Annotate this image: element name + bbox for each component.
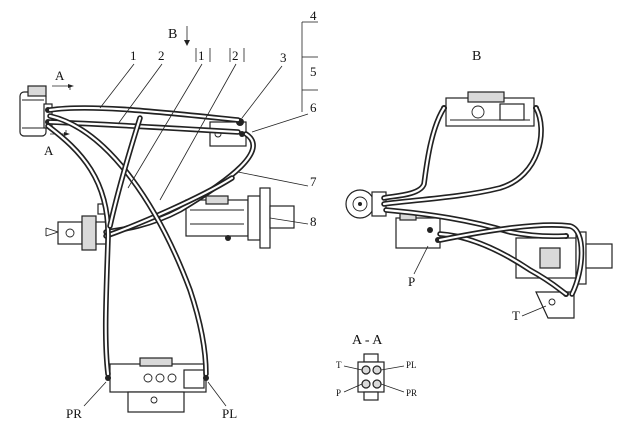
control-valve-bottom (105, 357, 209, 413)
callouts-main: 1 2 1 2 3 4 5 6 7 8 PR PL (66, 8, 318, 421)
section-port-pl: PL (406, 360, 417, 370)
view-b-port-t: T (512, 308, 520, 323)
section-port-p: P (336, 388, 341, 398)
section-port-pr: PR (406, 388, 417, 398)
callout-2a: 2 (158, 48, 165, 63)
view-b-labels: P T (408, 245, 547, 323)
actuator-left (45, 203, 107, 251)
callout-7: 7 (310, 174, 317, 189)
hydraulic-motor-8 (185, 187, 295, 249)
callout-1b: 1 (198, 48, 205, 63)
section-a-a-detail: T PL P PR (336, 353, 417, 401)
section-title: A - A (352, 333, 383, 348)
hoses-main-view (45, 105, 256, 377)
callout-2b: 2 (232, 48, 239, 63)
view-b-motor (515, 231, 613, 285)
view-b-top-valve (441, 91, 539, 127)
view-b-title: B (472, 49, 481, 64)
section-letter-bottom: A (44, 143, 54, 158)
callout-8: 8 (310, 214, 317, 229)
callout-5: 5 (310, 64, 317, 79)
port-label-pr: PR (66, 406, 82, 421)
view-b-steering-unit (345, 189, 387, 219)
section-port-t: T (336, 360, 342, 370)
callout-1a: 1 (130, 48, 137, 63)
callout-3: 3 (280, 50, 287, 65)
section-letter-top: A (55, 68, 65, 83)
callout-4: 4 (310, 8, 317, 23)
hoses-view-b (381, 105, 585, 297)
view-b-port-p: P (408, 274, 415, 289)
callout-6: 6 (310, 100, 317, 115)
section-mark-top: A (52, 68, 74, 90)
port-label-pl: PL (222, 406, 237, 421)
view-arrow-letter: B (168, 27, 177, 42)
view-direction-b: B (168, 26, 190, 46)
